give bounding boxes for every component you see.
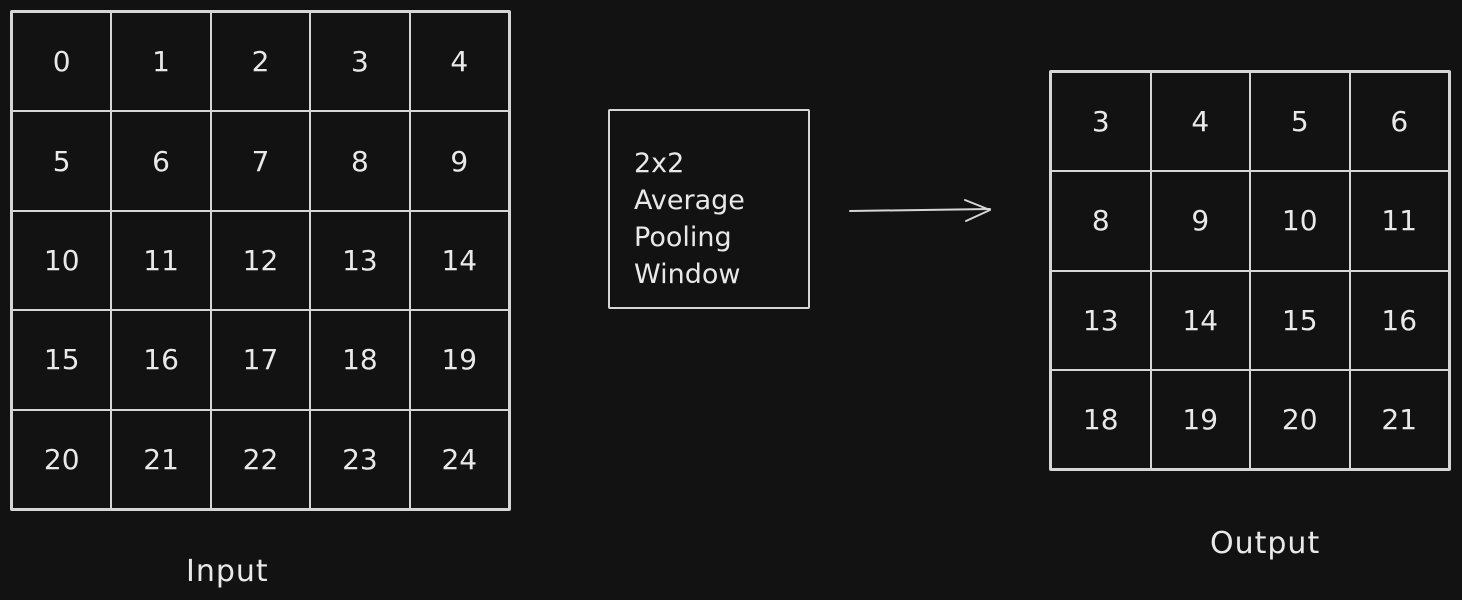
grid-cell: 4 (1150, 72, 1250, 172)
grid-cell: 10 (12, 210, 112, 311)
pooling-window-box: 2x2 Average Pooling Window (608, 109, 810, 309)
grid-cell: 21 (1349, 369, 1449, 469)
grid-cell: 14 (409, 210, 509, 311)
grid-cell: 22 (210, 409, 311, 509)
grid-cell: 2 (210, 12, 311, 112)
pooling-window-text-line: 2x2 (634, 148, 685, 179)
grid-cell: 16 (1349, 270, 1449, 370)
grid-cell: 5 (1250, 72, 1350, 172)
grid-cell: 19 (409, 310, 509, 410)
input-grid-label: Input (186, 554, 269, 589)
output-grid-label: Output (1210, 526, 1321, 561)
grid-cell: 23 (310, 409, 410, 509)
grid-cell: 18 (310, 310, 410, 410)
grid-cell: 6 (1349, 72, 1449, 172)
grid-cell: 17 (210, 310, 311, 410)
grid-cell: 15 (1250, 270, 1350, 370)
grid-cell: 16 (111, 310, 211, 410)
grid-cell: 3 (310, 12, 410, 112)
grid-cell: 24 (409, 409, 509, 509)
grid-cell: 9 (409, 111, 509, 211)
grid-cell: 6 (111, 111, 211, 211)
pooling-window-text-line: Pooling (634, 222, 732, 253)
arrow-right-icon (849, 199, 991, 222)
grid-cell: 8 (310, 111, 410, 211)
grid-cell: 21 (111, 409, 211, 509)
grid-cell: 10 (1250, 171, 1350, 271)
grid-cell: 1 (111, 12, 211, 112)
grid-cell: 5 (12, 111, 112, 211)
grid-cell: 20 (12, 409, 112, 509)
grid-cell: 7 (210, 111, 311, 211)
grid-cell: 9 (1150, 171, 1250, 271)
grid-cell: 18 (1051, 369, 1151, 469)
grid-cell: 19 (1150, 369, 1250, 469)
grid-cell: 3 (1051, 72, 1151, 172)
grid-cell: 15 (12, 310, 112, 410)
grid-cell: 0 (12, 12, 112, 112)
grid-cell: 13 (1051, 270, 1151, 370)
grid-cell: 12 (210, 210, 311, 311)
pooling-window-text-line: Average (634, 185, 745, 216)
grid-cell: 11 (1349, 171, 1449, 271)
grid-cell: 13 (310, 210, 410, 311)
grid-cell: 14 (1150, 270, 1250, 370)
grid-cell: 20 (1250, 369, 1350, 469)
grid-cell: 4 (409, 12, 509, 112)
grid-cell: 8 (1051, 171, 1151, 271)
pooling-window-text-line: Window (634, 259, 741, 290)
grid-cell: 11 (111, 210, 211, 311)
